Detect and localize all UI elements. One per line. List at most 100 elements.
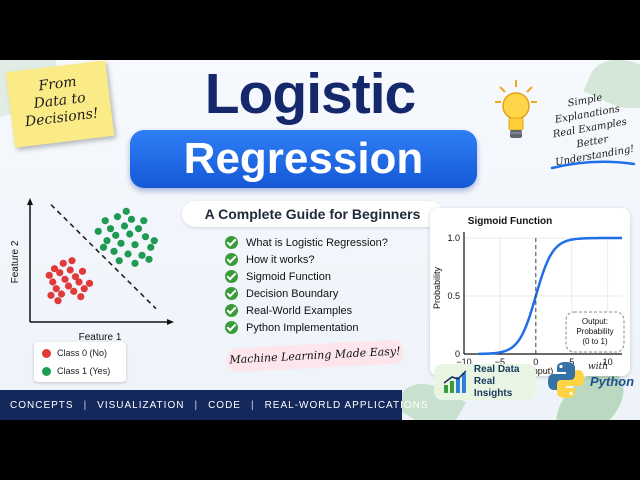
- decision-boundary: [50, 204, 157, 310]
- python-badge: with Python: [546, 360, 638, 404]
- class0-point: [47, 291, 55, 299]
- class0-point: [61, 275, 69, 283]
- class0-point: [85, 279, 94, 287]
- check-icon: [225, 304, 238, 317]
- x-tick-label: 10: [603, 357, 613, 367]
- checklist-label: Sigmoid Function: [246, 270, 331, 283]
- check-icon: [225, 253, 238, 266]
- chart-title: Sigmoid Function: [468, 216, 552, 227]
- real-data-line: Real Data: [473, 364, 520, 375]
- python-logo-icon: [548, 362, 584, 398]
- class1-point: [134, 225, 143, 233]
- thumbnail: From Data to Decisions! Logistic Regress…: [0, 60, 640, 420]
- checklist-label: Real-World Examples: [246, 304, 353, 317]
- scatter-plot: Feature 1 Feature 2: [10, 198, 174, 343]
- class0-point: [68, 257, 76, 265]
- y-axis-arrow: [27, 198, 33, 205]
- class1-dot-icon: [42, 366, 51, 376]
- class1-point: [122, 207, 130, 215]
- class1-point: [131, 241, 139, 249]
- class0-point: [66, 266, 74, 274]
- check-icon: [225, 287, 238, 300]
- footer-item: CONCEPTS: [10, 399, 74, 411]
- x-tick-label: 5: [569, 357, 574, 367]
- python-label: Python: [590, 374, 635, 389]
- checklist-label: How it works?: [246, 253, 315, 266]
- class1-point: [101, 217, 109, 225]
- checklist-item: Decision Boundary: [225, 285, 425, 302]
- check-icon: [225, 236, 238, 249]
- y-tick-label: 0.5: [447, 291, 460, 301]
- class1-point: [115, 257, 123, 265]
- class1-point: [138, 251, 146, 259]
- class1-point: [112, 231, 120, 239]
- class0-point: [54, 297, 62, 305]
- checklist-item: Python Implementation: [225, 319, 425, 336]
- footer-bar: CONCEPTS | VISUALIZATION | CODE | REAL-WORLD A…: [0, 390, 428, 420]
- scatter-legend: Class 0 (No) Class 1 (Yes): [34, 342, 126, 382]
- legend-label: Class 1 (Yes): [57, 366, 111, 376]
- class0-point: [75, 278, 83, 286]
- x-axis-label: Feature 1: [79, 332, 122, 343]
- class1-point: [113, 213, 122, 221]
- legend-item-class0: Class 0 (No): [34, 344, 126, 362]
- x-tick-label: 0: [533, 357, 538, 367]
- check-icon: [225, 321, 238, 334]
- subtitle: A Complete Guide for Beginners: [182, 201, 443, 227]
- footer-separator: |: [194, 399, 199, 411]
- class0-point: [70, 287, 78, 295]
- class1-point: [126, 230, 134, 238]
- annotation-line: (0 to 1): [582, 337, 608, 346]
- topic-checklist: What is Logistic Regression? How it work…: [225, 234, 425, 336]
- class0-point: [50, 265, 59, 273]
- class1-point: [120, 222, 129, 230]
- underline-swoosh: [550, 160, 636, 170]
- legend-item-class1: Class 1 (Yes): [34, 362, 126, 380]
- class1-point: [147, 243, 155, 251]
- class0-point: [64, 282, 73, 290]
- bar-chart-icon: [443, 370, 467, 393]
- sigmoid-curve: [478, 236, 622, 356]
- checklist-label: Decision Boundary: [246, 287, 339, 300]
- y-tick-label: 0: [455, 349, 460, 359]
- class1-point: [124, 250, 132, 258]
- footer-item: CODE: [208, 399, 241, 411]
- class0-point: [57, 290, 66, 298]
- checklist-item: Real-World Examples: [225, 302, 425, 319]
- y-axis-label: Probability: [432, 266, 442, 309]
- checklist-item: How it works?: [225, 251, 425, 268]
- class0-point: [71, 273, 80, 281]
- x-axis-label: z (input): [521, 366, 554, 376]
- class0-dot-icon: [42, 348, 51, 358]
- annotation-line: Probability: [576, 327, 613, 336]
- annotation-line: Output:: [582, 317, 608, 326]
- footer-item: VISUALIZATION: [97, 399, 185, 411]
- class1-point: [94, 227, 102, 235]
- title-line-1: Logistic: [204, 62, 417, 126]
- footer-item: REAL-WORLD APPLICATIONS: [264, 399, 429, 411]
- python-with-label: with: [588, 362, 608, 372]
- x-tick-label: −5: [495, 357, 505, 367]
- class0-point: [78, 267, 87, 275]
- class0-point: [59, 259, 67, 267]
- real-data-text: Real Data Real Insights: [474, 364, 536, 400]
- class1-point: [106, 225, 115, 233]
- footer-separator: |: [83, 399, 88, 411]
- checklist-label: What is Logistic Regression?: [246, 236, 388, 249]
- output-annotation: Output: Probability (0 to 1): [565, 311, 625, 353]
- class0-point: [45, 271, 53, 279]
- ml-made-easy-pill: Machine Learning Made Easy!: [225, 339, 405, 373]
- real-data-badge: Real Data Real Insights: [434, 364, 536, 400]
- class1-point: [140, 217, 148, 225]
- class0-point: [49, 278, 57, 286]
- real-insights-line: Real Insights: [473, 376, 513, 399]
- class1-point: [141, 233, 150, 241]
- x-axis-arrow: [167, 319, 174, 325]
- check-icon: [225, 270, 238, 283]
- footer-separator: |: [250, 399, 255, 411]
- checklist-label: Python Implementation: [246, 321, 359, 334]
- class0-point: [56, 269, 64, 277]
- checklist-item: What is Logistic Regression?: [225, 234, 425, 251]
- class1-point: [131, 259, 139, 267]
